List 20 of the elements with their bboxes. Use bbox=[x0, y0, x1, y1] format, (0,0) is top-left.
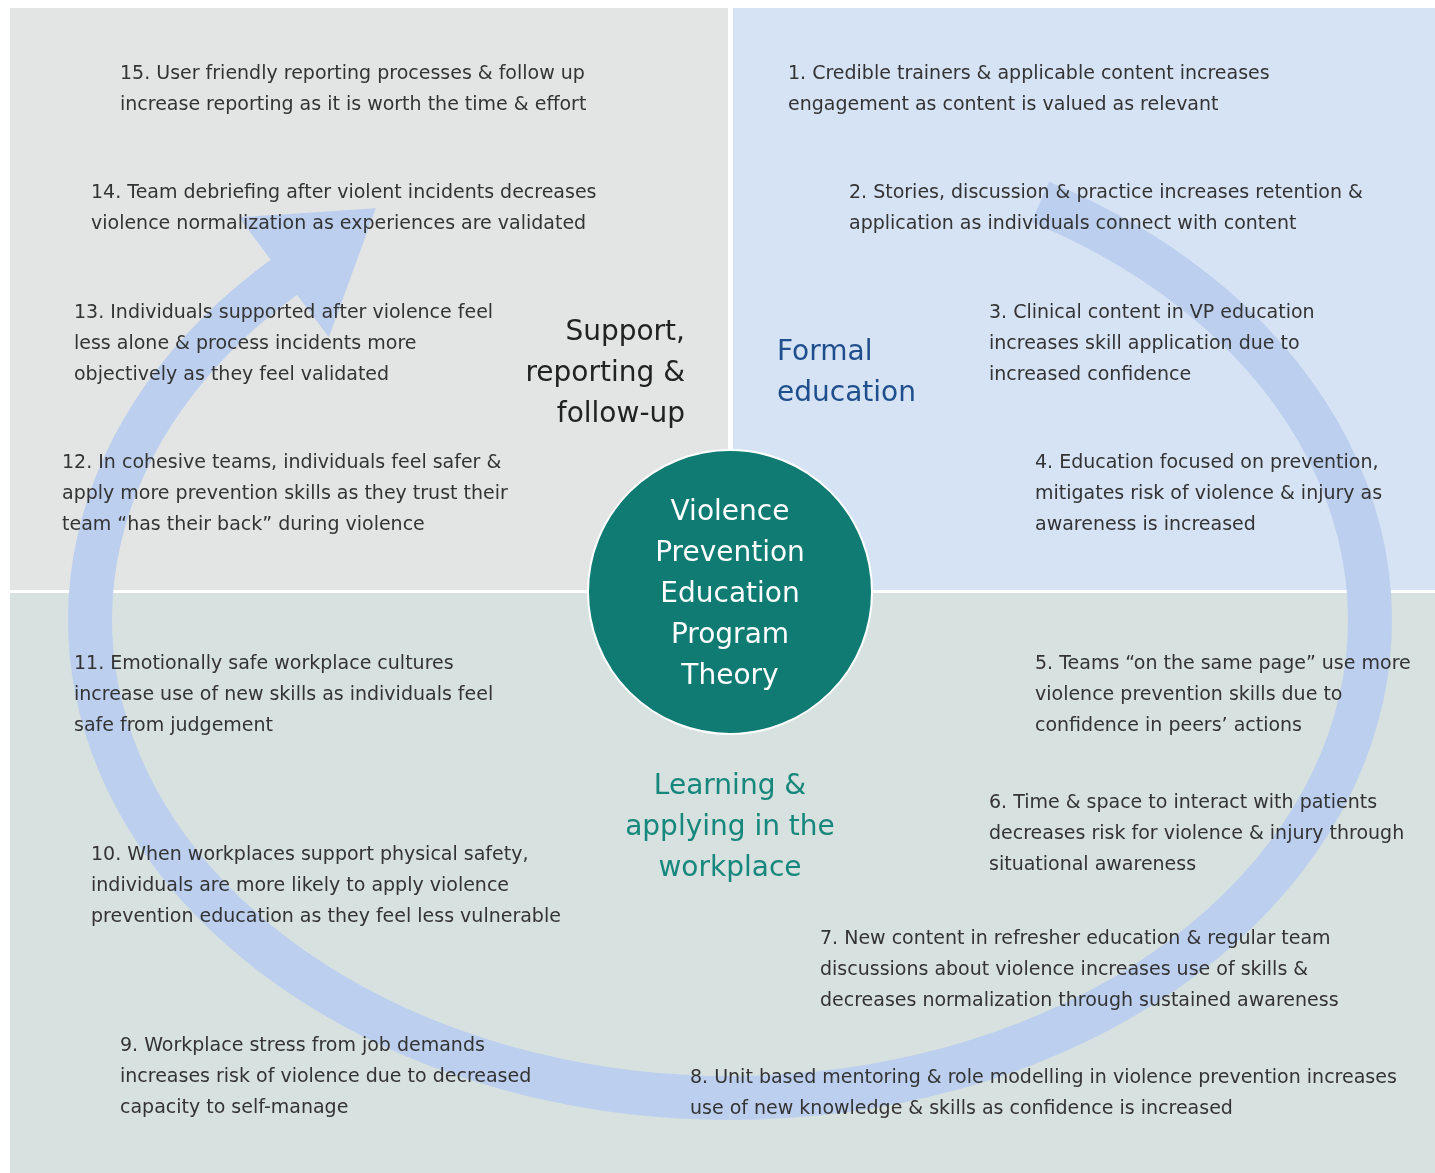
mechanism-text: 1. Credible trainers & applicable content increases engagement as content is valued as relevant bbox=[788, 60, 1271, 116]
mechanism-text: 7. New content in refresher education & regular team discussions about violence increases use of skills & decreases normalization through sustained awareness bbox=[820, 925, 1340, 1012]
section-heading: Formal education bbox=[777, 333, 917, 410]
mechanism-text: 15. User friendly reporting processes & follow up increase reporting as it is worth the time & effort bbox=[120, 60, 588, 116]
mechanism-text: 14. Team debriefing after violent incidents decreases violence normalization as experiences are validated bbox=[91, 179, 598, 235]
mechanism-text: 10. When workplaces support physical safety, individuals are more likely to apply violence prevention education as they feel less vulnerable bbox=[91, 841, 562, 928]
mechanism-text: 9. Workplace stress from job demands increases risk of violence due to decreased capacity to self-manage bbox=[120, 1032, 533, 1119]
mechanism-text: 2. Stories, discussion & practice increases retention & application as individuals connect with content bbox=[849, 179, 1364, 235]
mechanism-text: 11. Emotionally safe workplace cultures increase use of new skills as individuals feel safe from judgement bbox=[74, 650, 495, 737]
mechanism-text: 3. Clinical content in VP education increases skill application due to increased confidence bbox=[989, 299, 1316, 386]
mechanism-text: 13. Individuals supported after violence feel less alone & process incidents more objectively as they feel validated bbox=[74, 299, 494, 386]
section-heading: Learning & applying in the workplace bbox=[624, 767, 836, 885]
section-heading: Support, reporting & follow-up bbox=[524, 313, 685, 431]
center-title: Violence Prevention Education Program Theory bbox=[654, 492, 806, 693]
mechanism-text: 6. Time & space to interact with patients decreases risk for violence & injury through situational awareness bbox=[989, 789, 1406, 876]
mechanism-text: 5. Teams “on the same page” use more violence prevention skills due to confidence in peers’ actions bbox=[1035, 650, 1412, 737]
cycle-arrow bbox=[68, 208, 731, 1120]
mechanism-text: 4. Education focused on prevention, mitigates risk of violence & injury as awareness is increased bbox=[1035, 449, 1384, 536]
mechanism-text: 12. In cohesive teams, individuals feel safer & apply more prevention skills as they trust their team “has their back” during violence bbox=[62, 449, 509, 536]
mechanism-text: 8. Unit based mentoring & role modelling in violence prevention increases use of new knowledge & skills as confidence is increased bbox=[690, 1064, 1398, 1120]
